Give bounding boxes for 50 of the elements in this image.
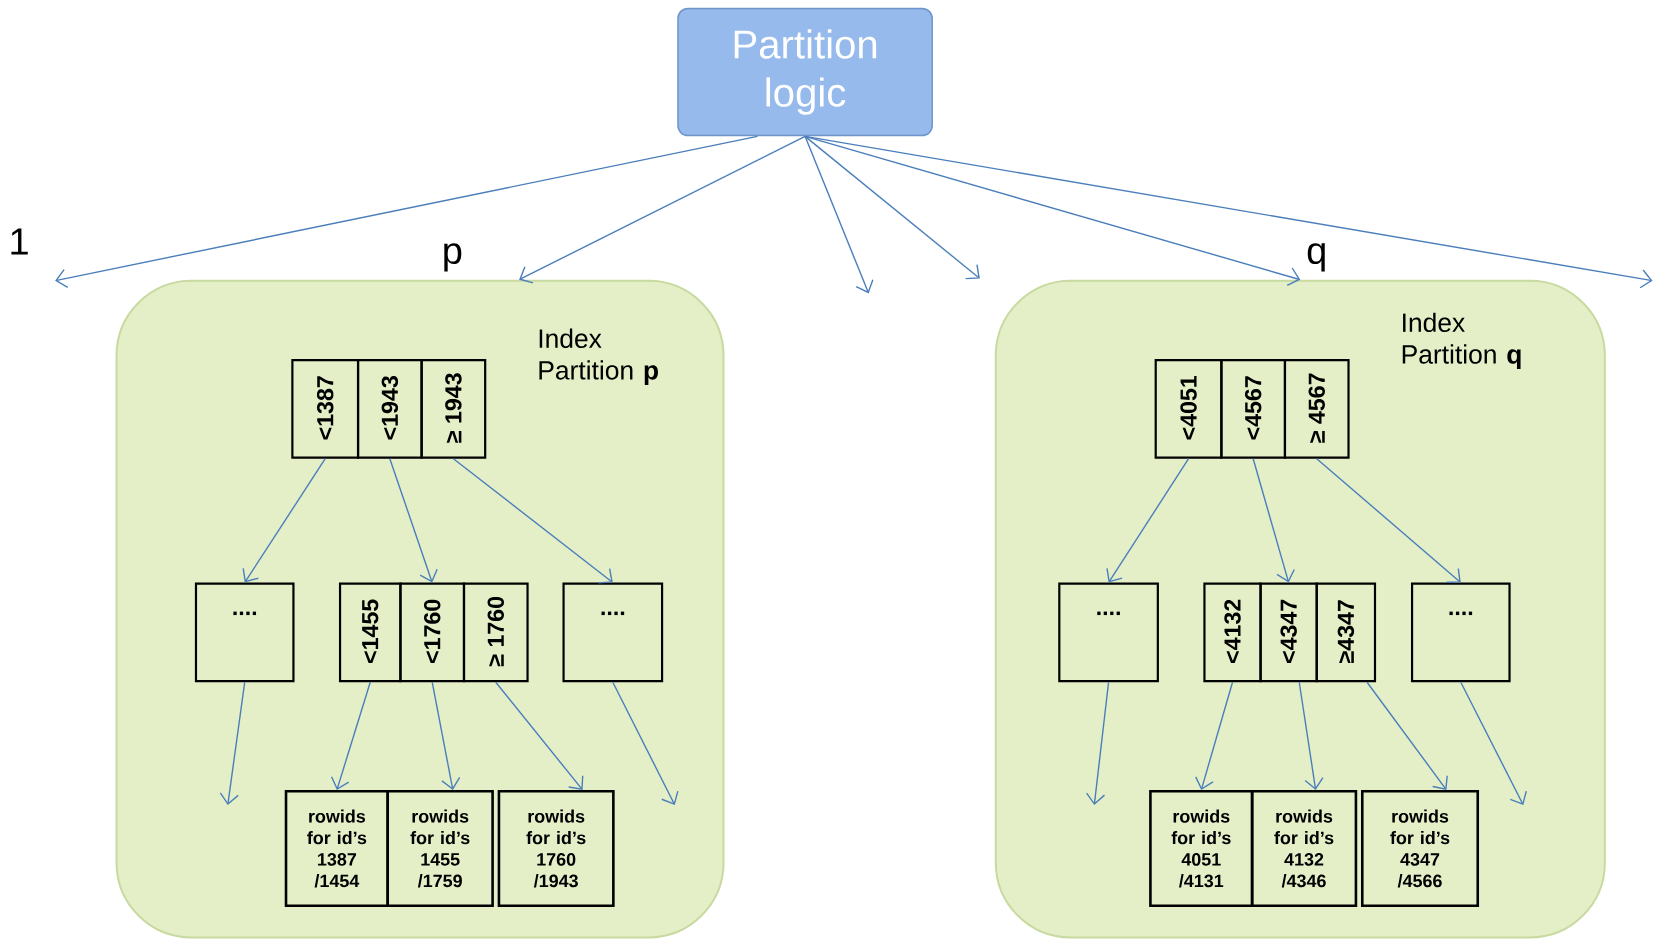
arrow: [804, 135, 874, 294]
key-cell: <4132: [1203, 582, 1262, 683]
process-box: Partition logic: [677, 7, 933, 137]
arrow: [55, 135, 759, 289]
arrow: [1366, 681, 1448, 791]
arrow: [1106, 458, 1190, 583]
arrow: [219, 681, 246, 806]
arrow: [242, 458, 326, 583]
index-node: ....: [562, 582, 664, 683]
partition-number: 1: [11, 228, 28, 255]
arrow: [804, 135, 1653, 289]
key-cell: <1387: [291, 359, 360, 459]
arrow: [519, 135, 806, 284]
partition-heading: Index Partition q: [1402, 312, 1521, 370]
arrow: [612, 681, 679, 806]
arrow: [1460, 681, 1527, 806]
arrow: [1298, 681, 1324, 791]
arrow: [495, 681, 584, 791]
rowid-box: rowids for id’s 1387 /1454: [284, 790, 389, 908]
partition-letter: q: [1307, 243, 1325, 272]
arrow: [1316, 458, 1461, 584]
arrow: [804, 135, 980, 280]
key-cell: <1943: [356, 359, 423, 459]
arrow: [804, 135, 1301, 287]
key-cell: <1455: [338, 582, 402, 683]
rowid-box: rowids for id’s 1760 /1943: [497, 790, 615, 908]
arrow: [1195, 681, 1234, 791]
rowid-box: rowids for id’s 4132 /4346: [1250, 790, 1358, 908]
key-cell: <4567: [1220, 359, 1287, 459]
key-cell: <4347: [1259, 582, 1318, 683]
index-node: ....: [194, 582, 295, 683]
rowid-box: rowids for id’s 4051 /4131: [1149, 790, 1254, 908]
key-cell: ≥ 1760: [462, 582, 529, 683]
key-cell: <4051: [1154, 359, 1223, 459]
arrow: [330, 681, 371, 791]
key-cell: ≥4347: [1315, 582, 1377, 683]
arrow: [1252, 458, 1295, 583]
arrow: [389, 458, 438, 583]
partition-letter: p: [444, 243, 462, 272]
index-node: ....: [1410, 582, 1511, 683]
key-cell: <1760: [399, 582, 466, 683]
arrow: [1085, 681, 1110, 806]
index-node: ....: [1058, 582, 1159, 683]
rowid-box: rowids for id’s 4347 /4566: [1361, 790, 1480, 908]
arrow: [452, 458, 613, 584]
key-cell: ≥ 1943: [420, 359, 487, 459]
rowid-box: rowids for id’s 1455 /1759: [386, 790, 494, 908]
key-cell: ≥ 4567: [1283, 359, 1350, 459]
arrow: [431, 681, 461, 791]
partition-heading: Index Partition p: [539, 328, 658, 386]
